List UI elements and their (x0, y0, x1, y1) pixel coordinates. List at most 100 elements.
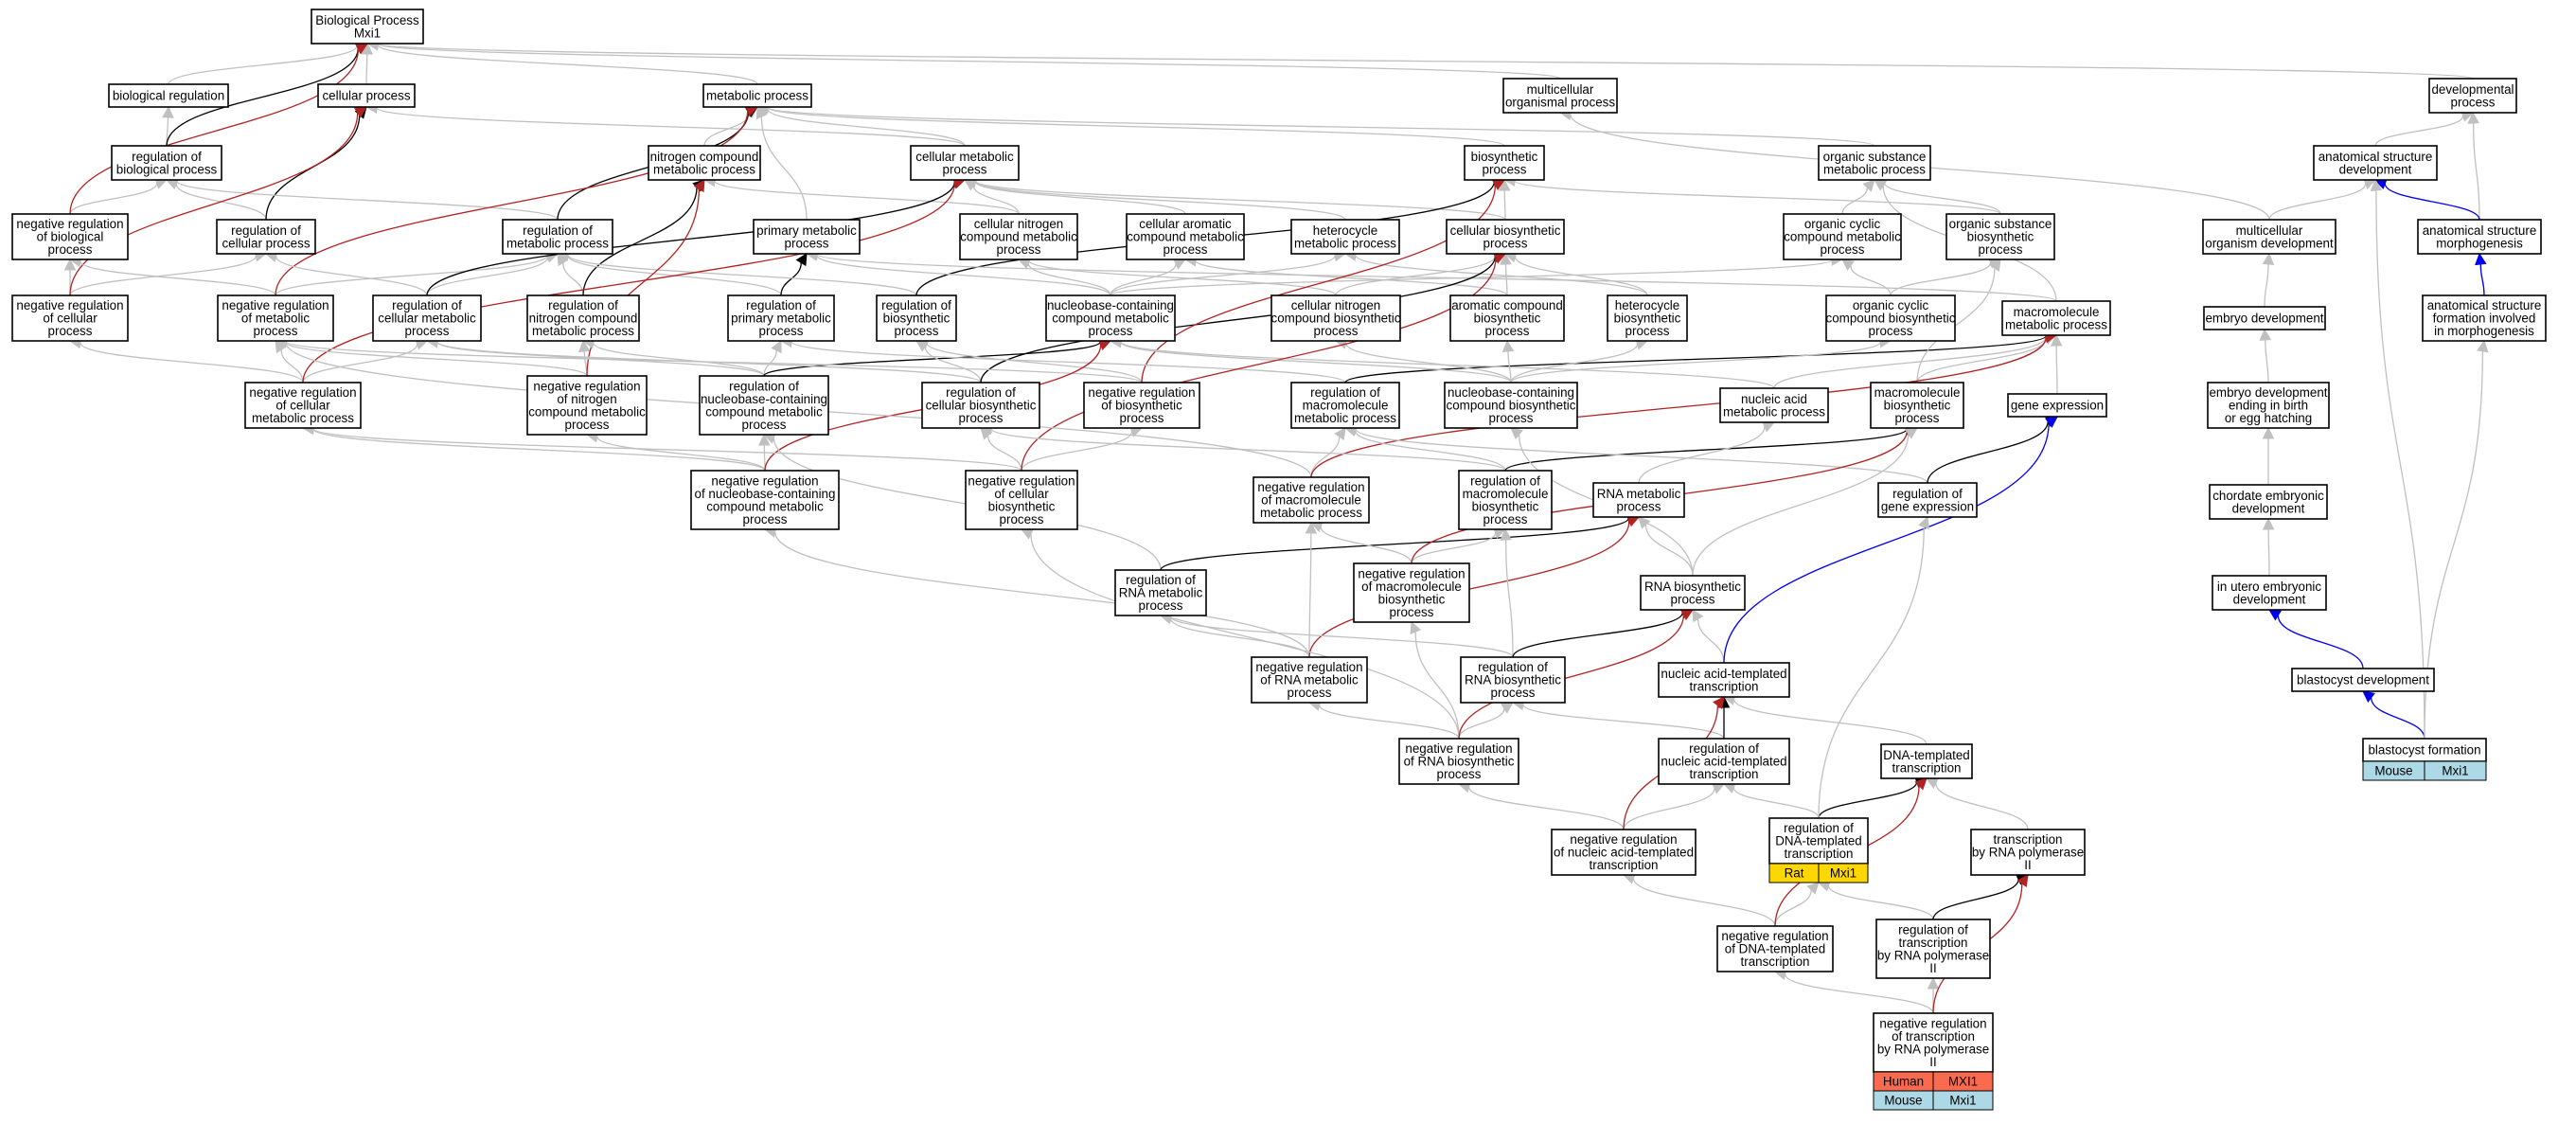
term-node-regmacrobio[interactable]: regulation ofmacromoleculebiosyntheticpr… (1458, 470, 1553, 530)
term-label: gene expression (2011, 399, 2104, 413)
term-label: RNA biosynthetic (1465, 673, 1561, 687)
edge-is_a (2055, 345, 2058, 395)
term-node-geneexp[interactable]: gene expression (2007, 393, 2107, 418)
term-label: primary metabolic (731, 312, 831, 326)
edge-is_a (1890, 262, 1992, 296)
term-node-bioreg[interactable]: biological regulation (108, 83, 229, 108)
term-label: compound biosynthetic (1271, 312, 1401, 326)
edge-is_a (1467, 786, 1625, 830)
species-label: Human (1883, 1075, 1924, 1089)
term-label: by RNA polymerase (1877, 948, 1989, 962)
term-node-embdev[interactable]: embryo development (2203, 306, 2326, 330)
term-label: process (1089, 324, 1133, 338)
term-label: embryo development (2205, 312, 2323, 326)
edge-arrowhead (1500, 527, 1512, 541)
term-box (1270, 294, 1401, 342)
term-node-regdnatrans[interactable]: regulation ofDNA-templatedtranscriptionR… (1768, 817, 1869, 883)
edge-is_a (774, 531, 1310, 658)
term-box (1873, 1012, 1994, 1073)
term-node-blastdev[interactable]: blastocyst development (2291, 668, 2435, 692)
term-label: RNA metabolic (1597, 487, 1681, 501)
edge-is_a (593, 342, 765, 377)
term-node-cellproc[interactable]: cellular process (317, 83, 416, 108)
term-node-metab[interactable]: metabolic process (702, 83, 812, 108)
term-label: by RNA polymerase (1972, 846, 2084, 860)
term-label: process (997, 242, 1041, 257)
edge-is_a (1784, 973, 1934, 1014)
edge-is_a (1021, 431, 1133, 472)
term-label: compound metabolic (706, 499, 824, 513)
term-label: negative regulation (1088, 385, 1195, 400)
term-node-regnucmet[interactable]: regulation ofnucleobase-containingcompou… (699, 375, 829, 436)
term-label: regulation of (946, 385, 1016, 400)
term-box (1658, 738, 1790, 785)
edge-is_a (1522, 704, 1725, 740)
